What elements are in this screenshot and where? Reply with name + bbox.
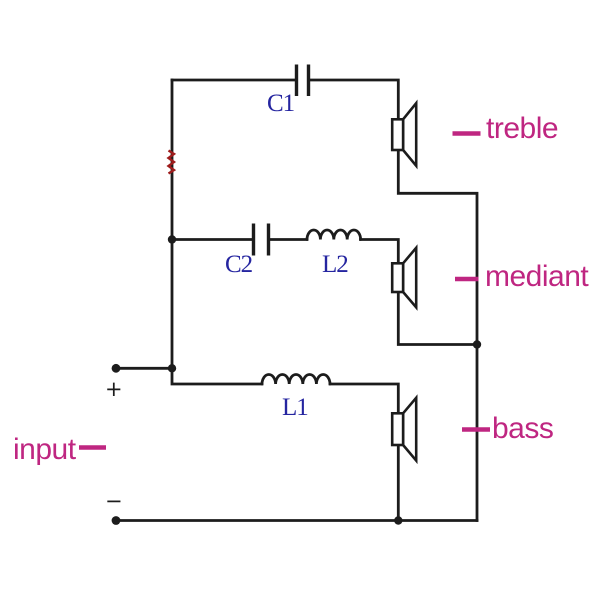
treble-speaker-icon [390,99,418,170]
junction-dots [111,235,482,525]
junction-dot [472,340,482,349]
wire-net [114,78,479,522]
mediant-label: mediant [485,260,589,293]
inductor-l1-icon [260,373,332,386]
minus-terminal-dot [111,516,121,525]
mediant-speaker-icon [390,244,418,311]
mediant-return-wire [396,290,479,346]
bass-branch-wire [170,366,400,415]
bass-label: bass [492,412,554,445]
c2-label: C2 [225,251,253,278]
junction-dot [167,235,177,244]
red-polarity-mark-icon [166,149,177,175]
capacitor-c1-icon [294,64,311,96]
plus-sign: + [105,377,123,401]
l2-label: L2 [322,251,349,278]
top-branch-wire [170,78,400,121]
mid-branch-wire [170,238,400,265]
input-label: input [13,433,76,466]
capacitor-c2-icon [251,223,271,256]
bass-speaker-icon [390,394,418,465]
junction-dot [167,364,177,373]
treble-label: treble [486,112,559,145]
c1-label: C1 [267,90,295,117]
minus-sign: − [105,489,123,513]
treble-return-and-right-bus [396,148,479,522]
callout-dashes [79,131,490,450]
l1-label: L1 [282,394,309,421]
plus-terminal-dot [111,363,121,373]
junction-dot [394,516,403,525]
inductor-l2-icon [305,228,362,241]
